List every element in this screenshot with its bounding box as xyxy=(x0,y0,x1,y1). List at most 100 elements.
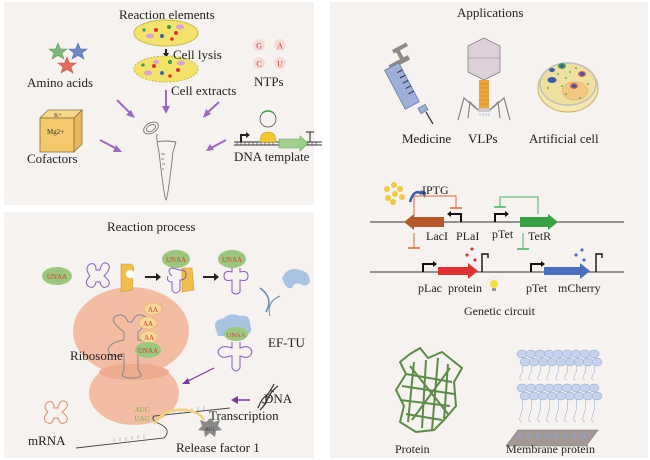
ntp-g: G xyxy=(256,42,262,51)
cofactor-cube-icon: K+ Mg2+ xyxy=(39,109,83,153)
protein-label: Protein xyxy=(395,442,430,456)
anchor-point xyxy=(526,433,532,439)
lipid-head xyxy=(561,383,573,393)
ef-tu-label: EF-TU xyxy=(268,335,305,350)
dna-helix-icon xyxy=(257,383,279,411)
input-arrows xyxy=(99,90,227,152)
anchor-point xyxy=(517,433,523,439)
svg-text:UNAA: UNAA xyxy=(222,256,242,264)
plac-label: pLac xyxy=(418,281,442,295)
anchor-point xyxy=(571,433,577,439)
synthetase-icon xyxy=(120,263,134,293)
ef-tu-cycle-arrow xyxy=(259,287,270,313)
lipid-tail xyxy=(573,363,578,381)
aa-bead xyxy=(138,316,158,330)
medicine-label: Medicine xyxy=(402,131,452,146)
mrna-strand xyxy=(75,407,231,449)
lipid-head xyxy=(546,391,558,401)
lipid-tail xyxy=(564,397,569,423)
process-arrow-2 xyxy=(203,273,219,281)
lipid-head xyxy=(537,357,549,367)
gfp-protein-icon xyxy=(395,347,463,433)
iptg-arrow-icon xyxy=(408,191,423,203)
cell-icon xyxy=(133,19,199,47)
lipid-head xyxy=(582,391,594,401)
lipid-tail xyxy=(564,363,569,381)
trna-entry-arrow xyxy=(185,367,215,383)
amino-acid-stars-icon xyxy=(48,42,88,74)
tetr-gene xyxy=(520,214,558,230)
lipid-head xyxy=(516,383,528,393)
anticodon-label: AUC xyxy=(135,406,150,414)
dna-label: DNA xyxy=(264,391,293,406)
mcherry-gene xyxy=(544,263,590,279)
transcription-arc xyxy=(152,408,206,425)
lipid-head xyxy=(555,357,567,367)
lipid-tail xyxy=(519,397,524,423)
amino-acid-chain: AA AA AA UNAA xyxy=(135,302,163,358)
lipid-head xyxy=(570,383,582,393)
ptet-top-label: pTet xyxy=(492,227,514,241)
genetic-circuit-diagram xyxy=(370,182,624,291)
ion-k: K+ xyxy=(54,113,62,119)
iptg-molecules-icon xyxy=(384,182,405,205)
anchor-point xyxy=(535,433,541,439)
lipid-head xyxy=(543,349,555,359)
star-red-icon xyxy=(57,56,77,74)
ntp-icon: G A C U xyxy=(253,39,286,69)
lipid-tail xyxy=(537,363,542,381)
lipid-tail xyxy=(591,363,596,381)
artificial-cell-dish-icon xyxy=(537,62,599,113)
lipid-head xyxy=(528,357,540,367)
release-factor-icon: RF1 xyxy=(198,418,222,437)
trna-free-icon xyxy=(85,262,110,288)
trna-synthetase-complex-icon xyxy=(167,267,195,294)
svg-text:UNAA: UNAA xyxy=(227,332,246,339)
lipid-head xyxy=(537,391,549,401)
rf1-label: RF1 xyxy=(205,427,215,433)
lipid-head xyxy=(519,391,531,401)
process-arrow-1 xyxy=(145,273,161,281)
plac-promoter xyxy=(422,263,434,272)
ef-tu-icon xyxy=(282,269,310,289)
lipid-head xyxy=(561,349,573,359)
lipid-tail xyxy=(573,397,578,423)
lipid-head xyxy=(552,383,564,393)
lipid-head xyxy=(591,391,603,401)
arrow-dna-template xyxy=(210,139,227,149)
lipid-tail xyxy=(519,363,524,381)
amino-acids-label: Amino acids xyxy=(27,75,94,90)
anchor-point xyxy=(562,433,568,439)
ribosome-label: Ribosome xyxy=(70,348,123,363)
lipid-head xyxy=(579,383,591,393)
tetr-label: TetR xyxy=(528,229,552,243)
ntp-c: C xyxy=(256,60,261,69)
cofactors-label: Cofactors xyxy=(27,151,78,166)
ef-tu-trna-complex-icon: UNAA xyxy=(215,314,253,372)
vlps-label: VLPs xyxy=(468,131,498,146)
lipid-tail xyxy=(555,363,560,381)
anchor-point xyxy=(580,433,586,439)
laci-label: LacI xyxy=(426,229,448,243)
svg-text:UNAA: UNAA xyxy=(138,347,158,355)
applications-panel: Applications xyxy=(330,2,648,458)
ptet-promoter-bottom xyxy=(530,263,542,272)
svg-text:AA: AA xyxy=(143,320,153,328)
dna-template-label: DNA template xyxy=(234,149,310,164)
protein-gene xyxy=(438,263,478,279)
reaction-elements-graphics: G A C U K+ Mg2+ xyxy=(39,19,322,201)
lipid-head xyxy=(534,383,546,393)
reaction-process-title: Reaction process xyxy=(107,219,196,234)
membrane-protein-label: Membrane protein xyxy=(506,442,595,456)
lipid-head xyxy=(525,383,537,393)
trna-charged-icon xyxy=(223,268,249,295)
transcription-label: Transcription xyxy=(209,408,279,423)
arrow-cofactors xyxy=(99,139,118,150)
lipid-head xyxy=(516,349,528,359)
mrna-label: mRNA xyxy=(28,433,66,448)
reaction-elements-panel: Reaction elements xyxy=(4,2,322,205)
protein-gene-label: protein xyxy=(448,281,482,295)
ion-mg: Mg2+ xyxy=(47,128,64,136)
lysis-arrow-icon xyxy=(163,53,169,58)
release-factor-label: Release factor 1 xyxy=(176,440,260,455)
